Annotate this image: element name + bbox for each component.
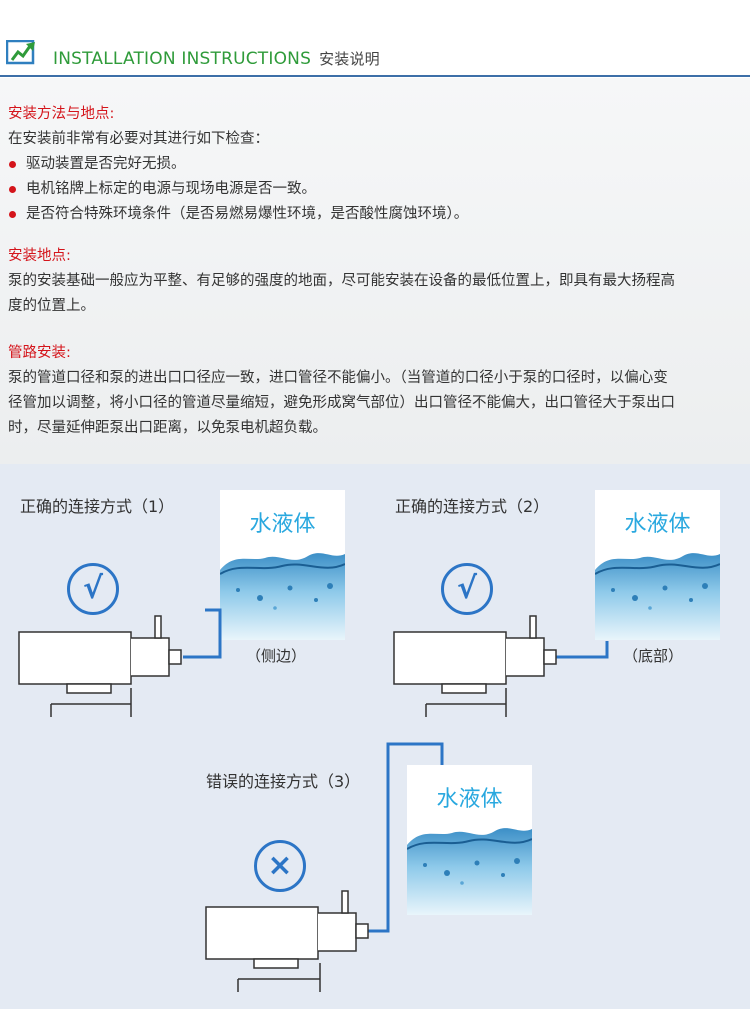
pump-diagram-1 [18,608,222,717]
diagram-area: 正确的连接方式（1） √ 水液体 （侧边） 正确的连接方式（2） √ 水液体 [0,464,750,1009]
water-label: 水液体 [624,512,691,537]
water-tank-2: 水液体 [595,490,720,640]
correct-check-icon: √ [441,563,493,615]
instructions-text-area: 安装方法与地点: 在安装前非常有必要对其进行如下检查： 驱动装置是否完好无损。 … [0,78,750,464]
paragraph-line: 时，尽量延伸距泵出口距离，以免泵电机超负载。 [8,420,327,436]
position-label-bottom: （底部） [623,647,684,665]
water-wave-icon [407,828,532,915]
paragraph-line: 度的位置上。 [8,298,95,314]
header-divider [0,75,750,77]
install-logo-icon [6,40,35,65]
water-label: 水液体 [249,512,316,537]
position-label-side: （侧边） [246,647,307,665]
diagram-1-label: 正确的连接方式（1） [20,497,175,516]
section-location: 安装地点: 泵的安装基础一般应为平整、有足够的强度的地面，尽可能安装在设备的最低… [8,244,748,319]
section-title: 管路安装: [8,345,71,361]
section-method: 安装方法与地点: 在安装前非常有必要对其进行如下检查： 驱动装置是否完好无损。 … [8,102,748,227]
section-title: 安装地点: [8,248,71,264]
paragraph-line: 径管加以调整，将小口径的管道尽量缩短，避免形成窝气部位）出口管径不能偏大，出口管… [8,395,675,411]
section-intro: 在安装前非常有必要对其进行如下检查： [8,131,269,147]
water-tank-1: 水液体 [220,490,345,640]
pump-diagram-2 [393,615,609,717]
diagram-3-label: 错误的连接方式（3） [206,772,361,791]
bullet-item: 驱动装置是否完好无损。 [8,152,748,177]
water-wave-icon [595,553,720,640]
wrong-cross-icon: × [254,840,306,892]
section-title: 安装方法与地点: [8,106,115,122]
section-piping: 管路安装: 泵的管道口径和泵的进出口口径应一致，进口管径不能偏小。（当管道的口径… [8,341,748,441]
paragraph-line: 泵的管道口径和泵的进出口口径应一致，进口管径不能偏小。（当管道的口径小于泵的口径… [8,370,668,386]
bullet-item: 电机铭牌上标定的电源与现场电源是否一致。 [8,177,748,202]
water-wave-icon [220,553,345,640]
pump-diagram-3 [205,742,444,992]
correct-check-icon: √ [67,563,119,615]
bullet-item: 是否符合特殊环境条件（是否易燃易爆性环境，是否酸性腐蚀环境）。 [8,202,748,227]
paragraph-line: 泵的安装基础一般应为平整、有足够的强度的地面，尽可能安装在设备的最低位置上，即具… [8,273,675,289]
water-tank-3: 水液体 [407,765,532,915]
diagram-2-label: 正确的连接方式（2） [395,497,550,516]
water-label: 水液体 [436,787,503,812]
